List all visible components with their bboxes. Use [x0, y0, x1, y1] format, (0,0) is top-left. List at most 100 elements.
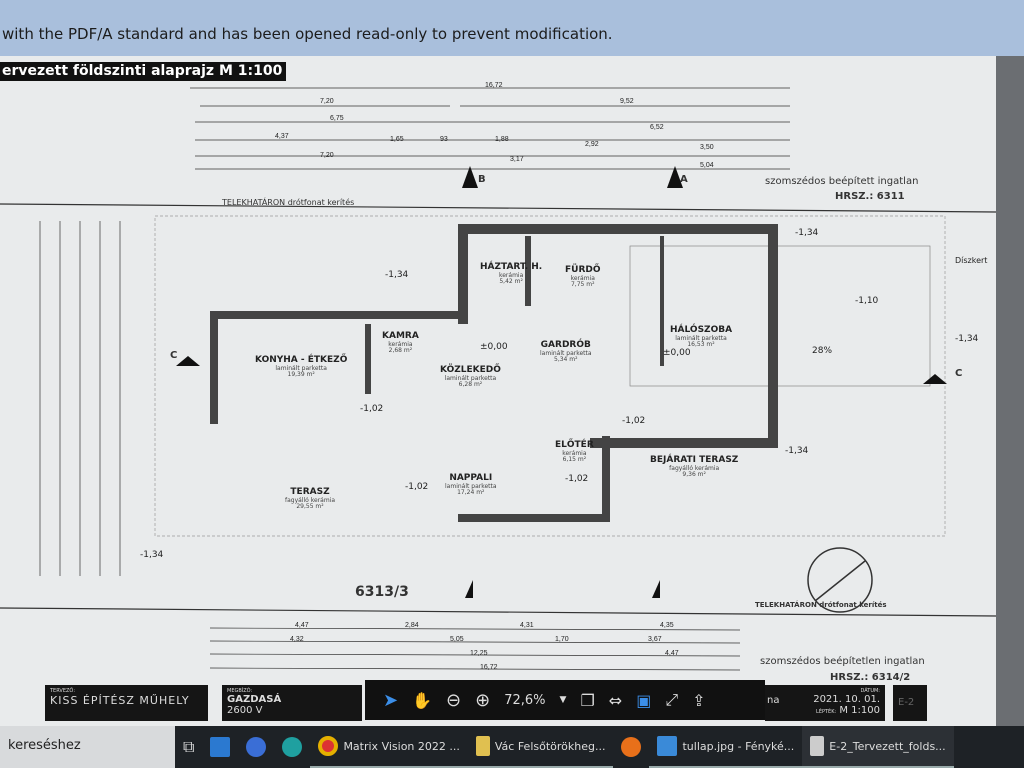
hrsz-bottom: HRSZ.: 6314/2	[830, 672, 911, 683]
search-placeholder: kereséshez	[8, 738, 81, 753]
section-mark-a: A	[680, 174, 688, 185]
dim: 5,05	[450, 636, 464, 643]
dim: 2,92	[585, 141, 599, 148]
dim: 2,84	[405, 622, 419, 629]
taskbar-acrobat[interactable]: E-2_Tervezett_folds...	[802, 726, 954, 768]
app-label: Vác Felsőtörökheg...	[494, 739, 606, 753]
client-city: 2600 V	[227, 705, 263, 716]
qbittorrent-icon	[246, 737, 267, 757]
qbittorrent-button[interactable]	[238, 726, 274, 768]
neighbor-top: szomszédos beépített ingatlan	[765, 176, 919, 187]
dim: 3,50	[700, 144, 714, 151]
read-only-info-bar: with the PDF/A standard and has been ope…	[0, 0, 1024, 56]
select-arrow-icon[interactable]: ➤	[383, 689, 399, 711]
level-mark: -1,10	[855, 296, 879, 306]
folder-icon	[475, 736, 490, 756]
level-mark: -1,34	[140, 550, 164, 560]
partial-text: na	[767, 695, 780, 706]
mail-icon	[210, 737, 231, 757]
dim: 4,35	[660, 622, 674, 629]
app-label: tullap.jpg - Fényké...	[682, 739, 795, 753]
taskbar-photos[interactable]: tullap.jpg - Fényké...	[649, 726, 803, 768]
firefox-button[interactable]	[613, 726, 649, 768]
level-mark: -1,34	[955, 334, 979, 344]
zoom-dropdown-icon[interactable]: ▼	[559, 695, 567, 705]
rotate-icon[interactable]: ▣	[636, 690, 652, 710]
taskbar-chrome[interactable]: Matrix Vision 2022 ...	[310, 726, 468, 768]
parcel-number: 6313/3	[355, 584, 409, 600]
app-label: E-2_Tervezett_folds...	[829, 739, 946, 753]
designer-label: TERVEZŐ:	[50, 688, 76, 694]
neighbor-bottom: szomszédos beépítetlen ingatlan	[760, 656, 925, 667]
level-mark: ±0,00	[663, 348, 691, 358]
viewer-background	[996, 56, 1024, 726]
task-view-icon: ⧉	[183, 737, 195, 756]
section-mark-b: B	[478, 174, 486, 185]
dim: 1,65	[390, 136, 404, 143]
share-icon[interactable]: ⇪	[692, 690, 706, 710]
task-view-button[interactable]: ⧉	[175, 726, 202, 768]
chrome-icon	[318, 736, 339, 756]
dim: 93	[440, 136, 448, 143]
taskbar-folder[interactable]: Vác Felsőtörökheg...	[467, 726, 614, 768]
fit-width-icon[interactable]: ⇔	[608, 690, 623, 710]
client-name: GAZDASÁ	[227, 694, 282, 705]
scale-value: M 1:100	[839, 705, 880, 716]
client-block: MEGBÍZÓ: GAZDASÁ 2600 V	[222, 685, 362, 721]
designer-name: KISS ÉPÍTÉSZ MŰHELY	[50, 694, 190, 707]
zoom-in-icon[interactable]: ⊕	[475, 689, 491, 711]
full-screen-icon[interactable]: ⤢	[665, 690, 679, 709]
dim: 9,52	[620, 98, 634, 105]
dim: 4,31	[520, 622, 534, 629]
level-mark: -1,02	[622, 416, 646, 426]
page-view-icon[interactable]: ❐	[580, 690, 595, 710]
date-label: DÁTUM:	[860, 688, 880, 694]
level-mark: -1,02	[565, 474, 589, 484]
pdf-page: ervezett földszinti alaprajz M 1:100 16,…	[0, 56, 996, 726]
windows-taskbar: kereséshez ⧉ Matrix Vision 2022 ... Vác …	[0, 726, 1024, 768]
level-mark: -1,02	[360, 404, 384, 414]
hand-tool-icon[interactable]: ✋	[412, 690, 433, 710]
dim: 4,47	[665, 650, 679, 657]
boundary-label-bottom: TELEKHATÁRON drótfonat kerítés	[755, 601, 887, 609]
photos-icon	[657, 736, 678, 756]
edge-icon	[282, 737, 303, 757]
dim: 7,20	[320, 152, 334, 159]
zoom-out-icon[interactable]: ⊖	[446, 689, 462, 711]
level-mark: ±0,00	[480, 342, 508, 352]
level-mark: -1,34	[795, 228, 819, 238]
dim: 1,88	[495, 136, 509, 143]
dim: 4,37	[275, 133, 289, 140]
dim: 6,52	[650, 124, 664, 131]
slope-label: 28%	[812, 346, 833, 356]
hrsz-top: HRSZ.: 6311	[835, 191, 905, 202]
sheet-number: E-2	[893, 685, 927, 721]
dim-total: 16,72	[485, 82, 503, 89]
floor-plan-drawing	[0, 87, 996, 671]
dim: 12,25	[470, 650, 488, 657]
client-label: MEGBÍZÓ:	[227, 688, 253, 694]
dim: 16,72	[480, 664, 498, 671]
edge-button[interactable]	[274, 726, 310, 768]
section-mark-c-right: C	[955, 368, 963, 379]
designer-block: TERVEZŐ: KISS ÉPÍTÉSZ MŰHELY	[45, 685, 208, 721]
dim: 6,75	[330, 115, 344, 122]
dim: 3,17	[510, 156, 524, 163]
mail-button[interactable]	[202, 726, 238, 768]
scale-label: LÉPTÉK:	[816, 709, 837, 715]
firefox-icon	[621, 737, 642, 757]
section-mark-c-left: C	[170, 350, 178, 361]
pdf-floating-toolbar: ➤ ✋ ⊖ ⊕ 72,6% ▼ ❐ ⇔ ▣ ⤢ ⇪	[365, 680, 765, 720]
zoom-level[interactable]: 72,6%	[504, 692, 546, 708]
taskbar-search[interactable]: kereséshez	[0, 726, 175, 768]
date-block: na DÁTUM: 2021. 10. 01. LÉPTÉK: M 1:100	[765, 685, 885, 721]
